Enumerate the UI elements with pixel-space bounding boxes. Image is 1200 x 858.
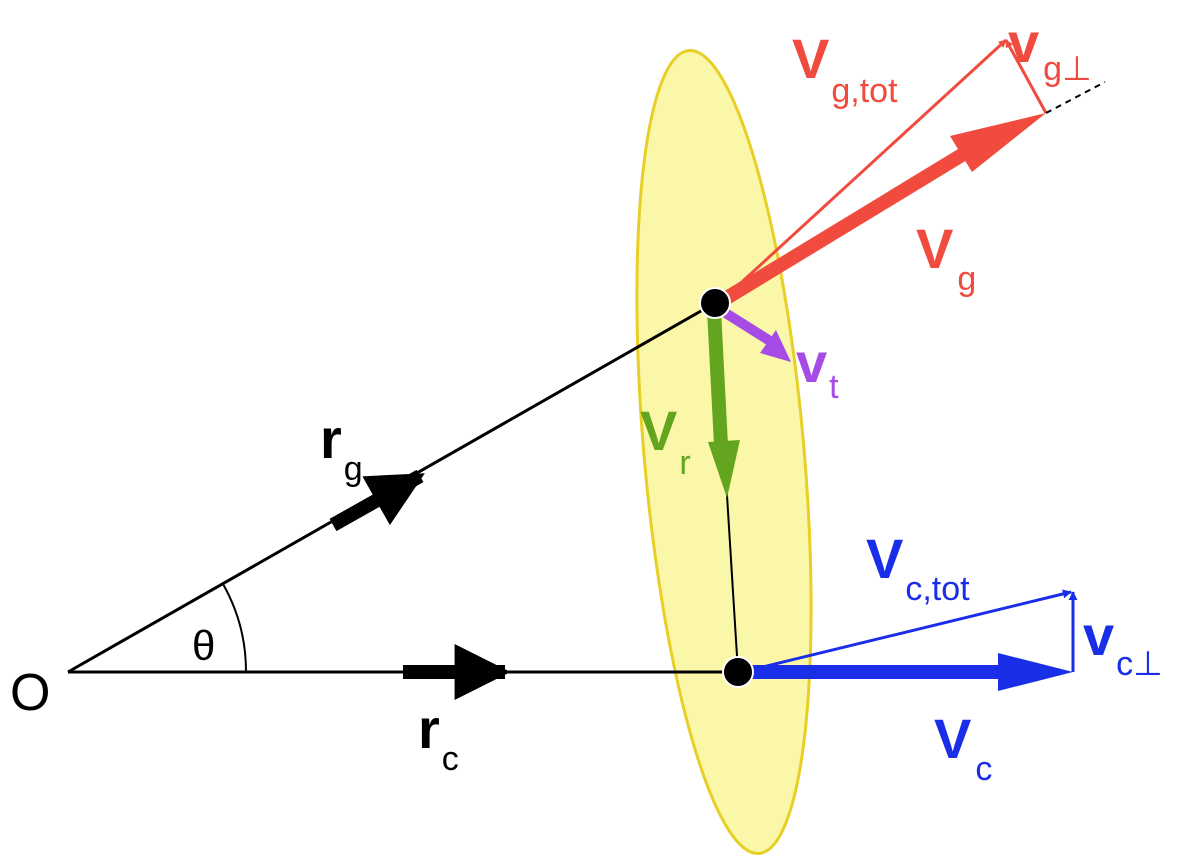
v-g-arrow-head	[950, 113, 1046, 172]
v-r-arrow-shaft	[707, 309, 728, 446]
angle-label: θ	[192, 622, 215, 669]
label-v-r: Vr	[640, 399, 691, 482]
label-v-t: vt	[796, 331, 839, 406]
v-g-dashed-extension	[1045, 81, 1106, 114]
v-g-tot-arrow	[718, 38, 1008, 304]
v-t-arrow-shaft	[721, 307, 773, 346]
label-r-g: rg	[320, 407, 363, 488]
label-v-c-tot: Vc,tot	[866, 527, 970, 608]
v-g-arrow-shaft	[716, 144, 974, 308]
v-c-tot-arrow	[741, 589, 1072, 674]
label-v-c-perp: vc⊥	[1083, 604, 1163, 683]
r-g-arrow	[329, 469, 425, 532]
v-t-arrow-head	[760, 330, 791, 362]
v-r-arrow-head	[708, 440, 740, 498]
origin-label: O	[10, 664, 50, 722]
v-c-arrow-head	[998, 653, 1073, 691]
label-r-c: rc	[418, 697, 459, 778]
point-c	[722, 656, 754, 688]
point-g	[699, 287, 731, 319]
label-v-g-tot: Vg,tot	[792, 27, 898, 110]
angle-arc	[222, 583, 248, 673]
v-g-perp-arrow	[1004, 39, 1048, 114]
